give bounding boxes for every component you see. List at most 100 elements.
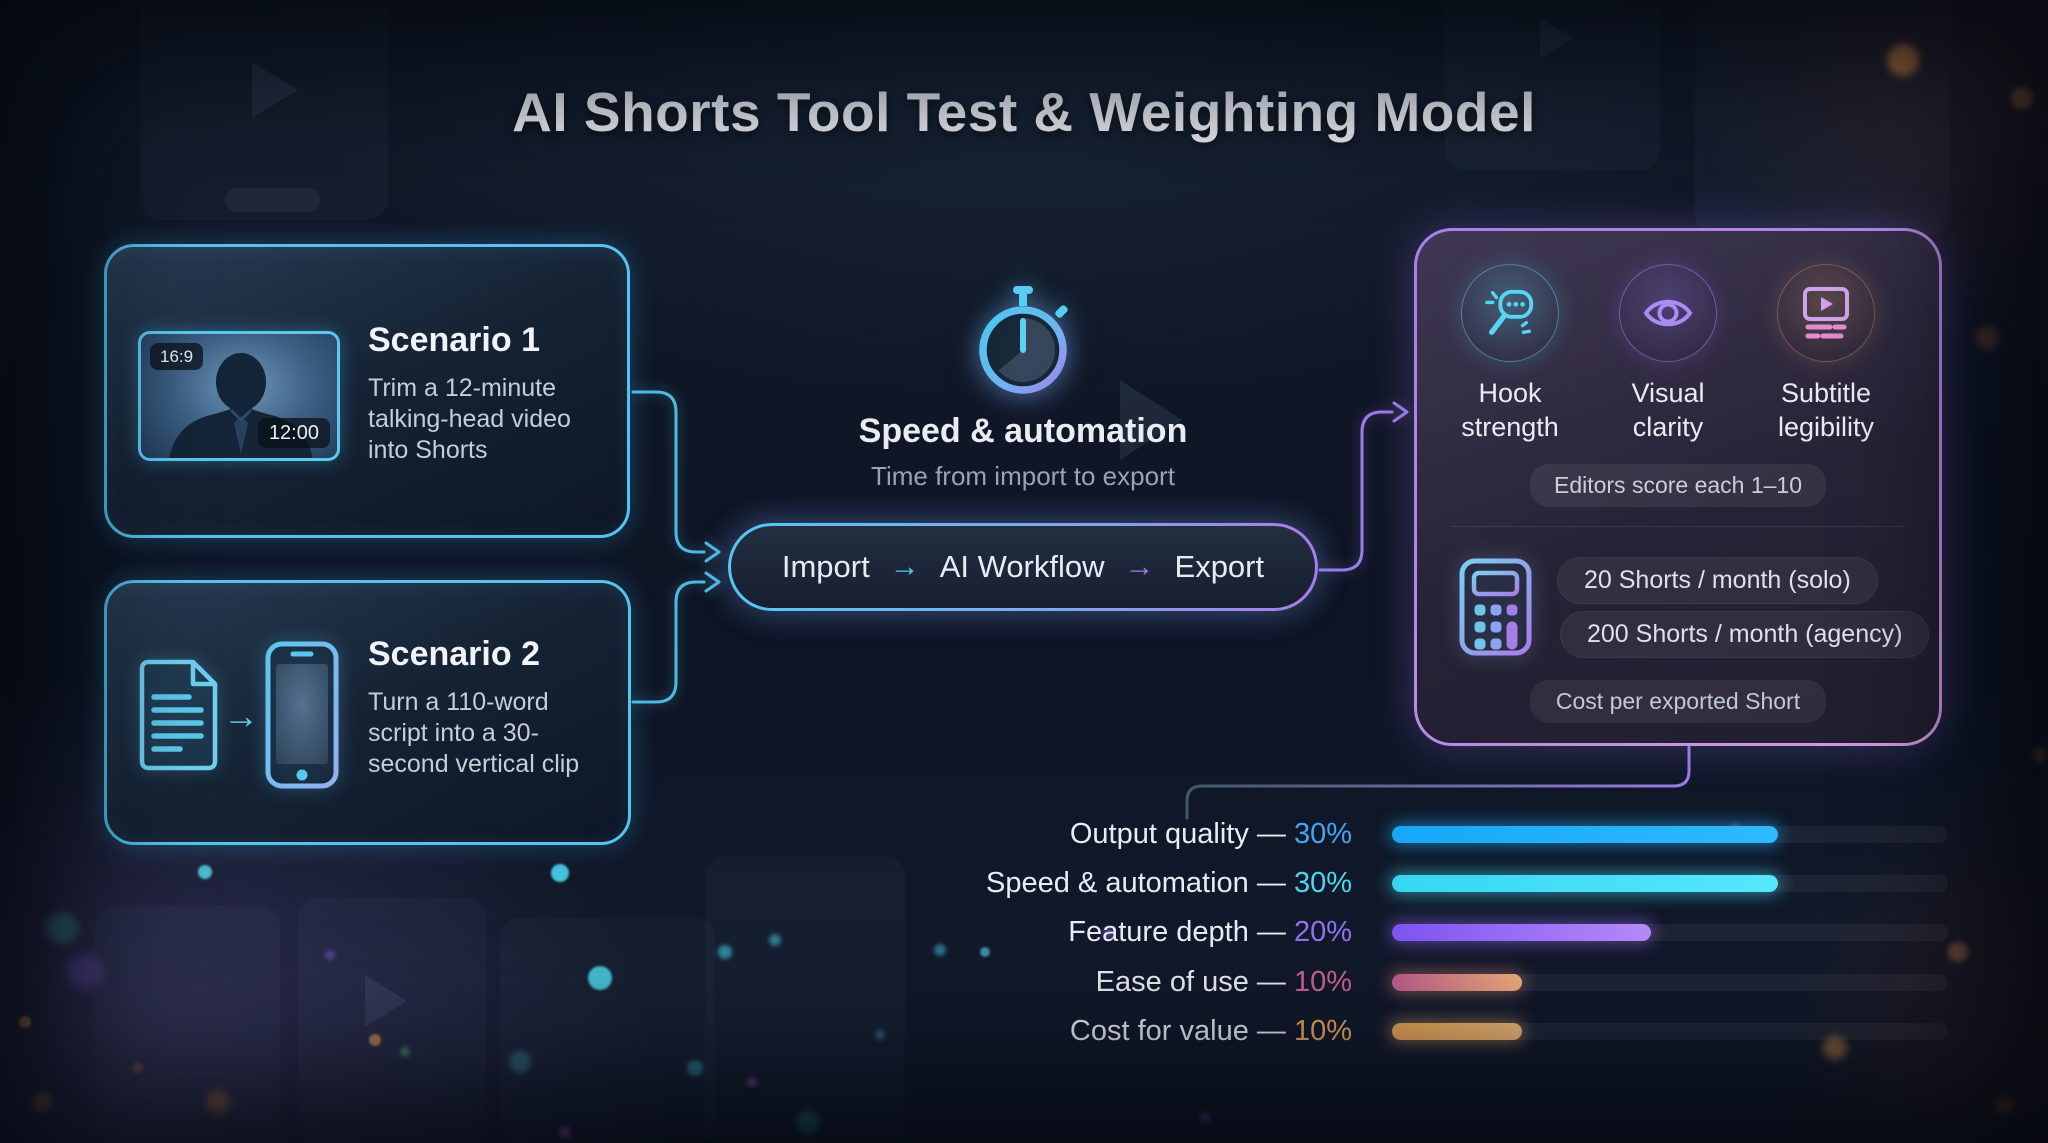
pipeline-steps: Import → AI Workflow → Export bbox=[731, 526, 1315, 608]
bokeh-dot bbox=[2032, 747, 2048, 763]
duration-badge: 12:00 bbox=[257, 418, 330, 448]
metric-label-line1: Hook bbox=[1478, 378, 1542, 408]
ghost-panel bbox=[298, 898, 486, 1143]
ghost-panel bbox=[500, 918, 715, 1143]
ghost-panel bbox=[1695, 0, 1950, 235]
bokeh-dot bbox=[369, 1034, 381, 1046]
metric-subtitle-legibility: Subtitle legibility bbox=[1751, 264, 1901, 444]
scenario-2-line1: Turn a 110-word bbox=[368, 688, 549, 716]
ghost-play-icon bbox=[1120, 380, 1182, 460]
speed-subheading: Time from import to export bbox=[871, 461, 1175, 491]
metric-label: Visual clarity bbox=[1593, 376, 1743, 444]
calculator-icon bbox=[1459, 558, 1532, 656]
scenario-1-line1: Trim a 12-minute bbox=[368, 374, 557, 402]
ghost-play-icon bbox=[1540, 18, 1574, 58]
pipeline-arrow-icon: → bbox=[889, 550, 920, 583]
scorecard-to-chart-connector bbox=[1185, 745, 1691, 820]
pipeline-step-import: Import bbox=[781, 549, 870, 584]
hook-strength-circle bbox=[1461, 264, 1559, 362]
volume-pill-agency: 200 Shorts / month (agency) bbox=[1560, 611, 1930, 658]
metric-label-line2: strength bbox=[1461, 412, 1559, 442]
metric-label: Hook strength bbox=[1435, 376, 1585, 444]
ghost-panel bbox=[95, 905, 280, 1143]
scenario-2-card: → Scenario 2 Turn a 110-word script into… bbox=[104, 580, 631, 845]
bokeh-dot bbox=[19, 1016, 31, 1028]
bokeh-dot bbox=[769, 934, 781, 946]
visual-clarity-circle bbox=[1619, 264, 1717, 362]
bokeh-dot bbox=[198, 865, 212, 879]
bokeh-dot bbox=[509, 1051, 531, 1073]
bokeh-dot bbox=[133, 1063, 143, 1073]
metric-label-line1: Visual bbox=[1631, 378, 1705, 408]
vertical-phone-icon bbox=[265, 641, 339, 789]
ghost-play-icon bbox=[365, 975, 407, 1027]
bokeh-dot bbox=[67, 954, 103, 990]
scoring-card: Hook strength Visual clarity bbox=[1414, 228, 1942, 746]
bokeh-dot bbox=[588, 966, 612, 990]
pipeline-step-export: Export bbox=[1174, 549, 1265, 584]
bokeh-dot bbox=[206, 1090, 230, 1114]
tie-shape bbox=[234, 416, 248, 454]
metric-hook-strength: Hook strength bbox=[1435, 264, 1585, 444]
player-with-subtitles-icon bbox=[1803, 287, 1849, 339]
bokeh-dot bbox=[1948, 942, 1968, 962]
pipeline-to-scorecard-connector bbox=[1318, 401, 1409, 572]
scenario-to-pipeline-connectors bbox=[631, 390, 721, 704]
volume-pill-solo: 20 Shorts / month (solo) bbox=[1557, 557, 1878, 604]
bokeh-dot bbox=[2011, 87, 2033, 109]
scenario-1-description: Trim a 12-minute talking-head video into… bbox=[368, 373, 571, 466]
speed-automation-block: Speed & automation Time from import to e… bbox=[773, 412, 1273, 492]
metric-label-line2: legibility bbox=[1777, 412, 1875, 442]
bokeh-dot bbox=[1887, 44, 1919, 76]
cost-per-short-badge: Cost per exported Short bbox=[1529, 680, 1827, 723]
bokeh-dot bbox=[934, 944, 946, 956]
speed-heading: Speed & automation bbox=[858, 412, 1188, 450]
bokeh-dot bbox=[325, 950, 335, 960]
bokeh-dot bbox=[46, 912, 78, 944]
bokeh-dot bbox=[980, 947, 990, 957]
ghost-panel bbox=[140, 0, 388, 220]
scorecard-divider bbox=[1451, 526, 1905, 527]
scenario-2-heading: Scenario 2 bbox=[368, 635, 540, 673]
bokeh-dot bbox=[1996, 1096, 2014, 1114]
ghost-play-icon bbox=[252, 62, 298, 118]
scenario-2-description: Turn a 110-word script into a 30- second… bbox=[368, 687, 579, 780]
bokeh-dot bbox=[32, 1092, 52, 1112]
pipeline-arrow-icon: → bbox=[1124, 550, 1155, 583]
eye-icon bbox=[1643, 299, 1693, 327]
pipeline-pill: Import → AI Workflow → Export bbox=[728, 523, 1318, 611]
page-title: AI Shorts Tool Test & Weighting Model bbox=[512, 81, 1536, 143]
stopwatch-icon bbox=[979, 286, 1068, 394]
ghost-text-bar bbox=[225, 188, 320, 212]
video-thumbnail: 16:9 12:00 bbox=[138, 331, 340, 461]
bokeh-dot bbox=[687, 1060, 703, 1076]
bokeh-dot bbox=[1199, 1112, 1211, 1124]
metric-label-line1: Subtitle bbox=[1780, 378, 1872, 408]
hook-magnifier-speech-icon bbox=[1485, 289, 1534, 335]
scenario-1-line3: into Shorts bbox=[368, 436, 488, 464]
bokeh-dot bbox=[875, 1030, 885, 1040]
ghost-panel bbox=[705, 856, 905, 1143]
scenario-1-line2: talking-head video bbox=[368, 405, 571, 433]
bokeh-dot bbox=[1823, 1036, 1847, 1060]
bokeh-dot bbox=[551, 864, 569, 882]
bokeh-dot bbox=[796, 1110, 820, 1134]
subtitle-legibility-circle bbox=[1777, 264, 1875, 362]
editor-score-badge: Editors score each 1–10 bbox=[1529, 464, 1827, 507]
scenario-2-line2: script into a 30- bbox=[368, 719, 539, 747]
bokeh-dot bbox=[1976, 326, 2000, 350]
pipeline-step-ai-workflow: AI Workflow bbox=[939, 549, 1105, 584]
scenario-1-card: 16:9 12:00 Scenario 1 Trim a 12-minute t… bbox=[104, 244, 630, 538]
bokeh-dot bbox=[718, 945, 732, 959]
bokeh-dot bbox=[747, 1077, 757, 1087]
scenario-2-line3: second vertical clip bbox=[368, 750, 580, 778]
ghost-panel bbox=[1445, 0, 1660, 170]
metric-label: Subtitle legibility bbox=[1751, 376, 1901, 444]
bokeh-dot bbox=[559, 1126, 571, 1138]
script-document-icon bbox=[139, 659, 218, 771]
scenario-1-heading: Scenario 1 bbox=[368, 321, 540, 359]
metric-label-line2: clarity bbox=[1632, 412, 1704, 442]
bokeh-dot bbox=[400, 1047, 410, 1057]
